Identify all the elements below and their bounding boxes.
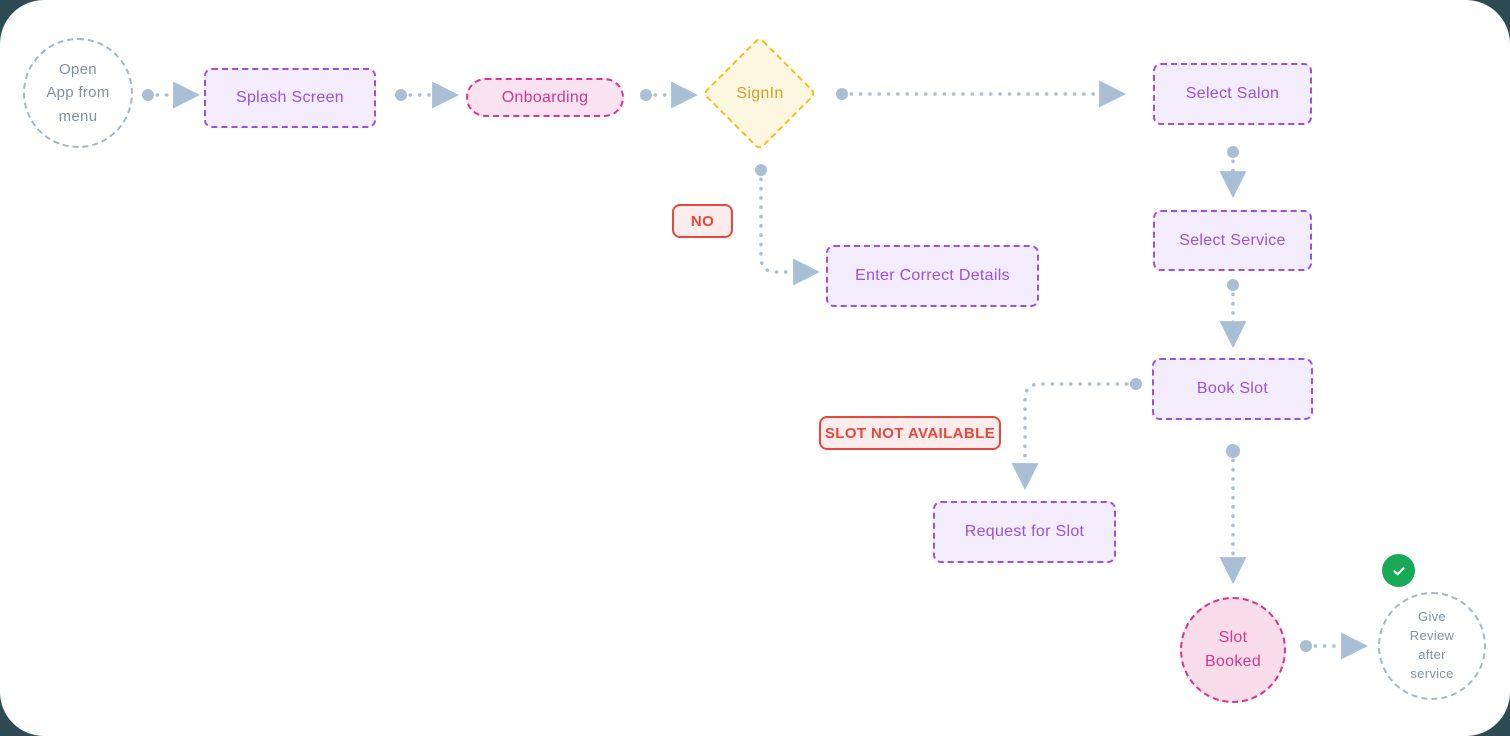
node-select-salon-label: Select Salon xyxy=(1185,85,1280,102)
node-enter-correct-details-label: Enter Correct Details xyxy=(855,267,1010,284)
node-select-service-label: Select Service xyxy=(1179,231,1286,249)
connector-signin-enterdetails xyxy=(759,168,821,286)
check-icon xyxy=(1390,562,1408,580)
node-give-review[interactable]: Give Review after service xyxy=(1378,592,1486,700)
node-give-review-label: Give Review after service xyxy=(1409,609,1455,681)
connector-bookslot-requestslot xyxy=(1011,382,1138,491)
node-book-slot-label: Book Slot xyxy=(1196,380,1269,397)
node-slot-booked[interactable]: Slot Booked xyxy=(1180,597,1286,703)
node-request-for-slot-label: Request for Slot xyxy=(964,523,1085,540)
connector-start-dots xyxy=(142,88,1312,652)
node-signin-label: SignIn xyxy=(736,85,784,102)
node-onboarding[interactable]: Onboarding xyxy=(466,78,624,117)
annotation-slot-not-available-label: SLOT NOT AVAILABLE xyxy=(824,424,996,442)
node-splash-screen-label: Splash Screen xyxy=(236,89,344,106)
node-open-app-label: Open App from menu xyxy=(46,61,110,125)
node-signin[interactable]: SignIn xyxy=(702,36,818,152)
node-slot-booked-label: Slot Booked xyxy=(1204,629,1262,670)
success-check-badge[interactable] xyxy=(1382,554,1415,587)
node-select-salon[interactable]: Select Salon xyxy=(1153,63,1312,125)
node-select-service[interactable]: Select Service xyxy=(1153,210,1312,271)
annotation-slot-not-available[interactable]: SLOT NOT AVAILABLE xyxy=(819,416,1001,450)
annotation-no-label: NO xyxy=(690,212,715,230)
node-onboarding-label: Onboarding xyxy=(501,88,589,106)
node-request-for-slot[interactable]: Request for Slot xyxy=(933,501,1116,563)
node-open-app[interactable]: Open App from menu xyxy=(23,38,133,148)
annotation-no[interactable]: NO xyxy=(672,204,733,238)
node-enter-correct-details[interactable]: Enter Correct Details xyxy=(826,245,1039,307)
node-book-slot[interactable]: Book Slot xyxy=(1152,358,1313,420)
node-splash-screen[interactable]: Splash Screen xyxy=(204,68,376,128)
